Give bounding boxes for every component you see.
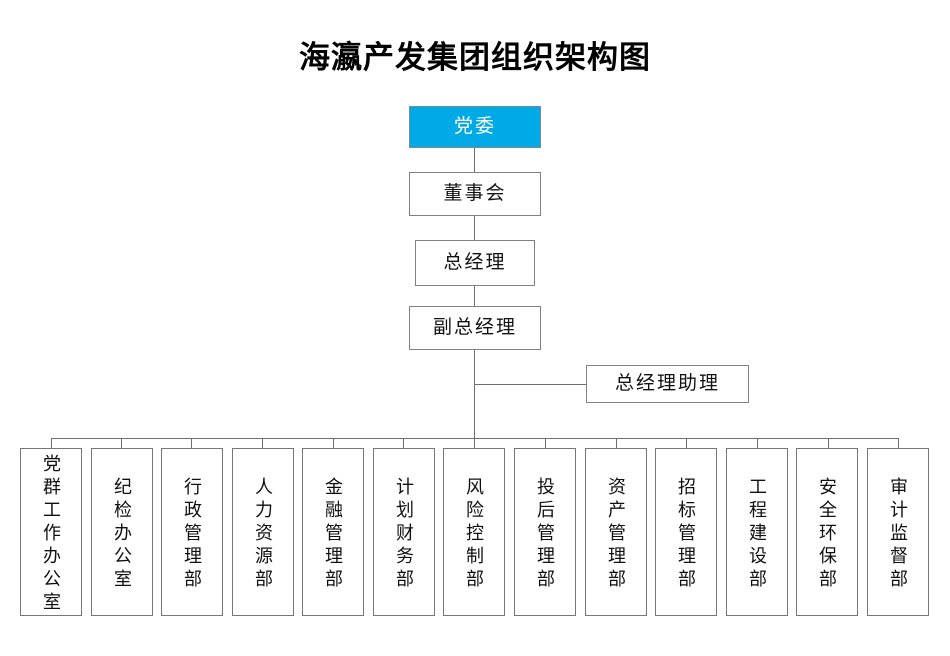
connector-drop-5 bbox=[333, 438, 334, 448]
dept-label-6: 计划财务部 bbox=[394, 476, 414, 592]
connector-drop-3 bbox=[191, 438, 192, 448]
connector-deputy-trunk bbox=[474, 350, 475, 438]
node-general-manager[interactable]: 总经理 bbox=[415, 240, 535, 286]
dept-box-7[interactable]: 风险控制部 bbox=[443, 448, 505, 616]
dept-box-1[interactable]: 党群工作办公室 bbox=[20, 448, 82, 616]
connector-drop-12 bbox=[828, 438, 829, 448]
dept-label-4: 人力资源部 bbox=[253, 476, 273, 592]
dept-label-11: 工程建设部 bbox=[747, 476, 767, 592]
dept-label-8: 投后管理部 bbox=[535, 476, 555, 592]
dept-box-3[interactable]: 行政管理部 bbox=[161, 448, 223, 616]
node-board-of-directors[interactable]: 董事会 bbox=[409, 172, 541, 216]
dept-label-12: 安全环保部 bbox=[817, 476, 837, 592]
dept-label-7: 风险控制部 bbox=[464, 476, 484, 592]
node-party-committee[interactable]: 党委 bbox=[409, 106, 541, 148]
connector-drop-11 bbox=[757, 438, 758, 448]
dept-box-10[interactable]: 招标管理部 bbox=[655, 448, 717, 616]
connector-board-to-gm bbox=[474, 216, 475, 240]
dept-label-5: 金融管理部 bbox=[323, 476, 343, 592]
connector-party-to-board bbox=[474, 148, 475, 172]
node-gm-assistant[interactable]: 总经理助理 bbox=[586, 365, 749, 403]
dept-box-8[interactable]: 投后管理部 bbox=[514, 448, 576, 616]
dept-box-9[interactable]: 资产管理部 bbox=[585, 448, 647, 616]
dept-box-12[interactable]: 安全环保部 bbox=[796, 448, 858, 616]
connector-department-bus bbox=[51, 438, 899, 439]
dept-label-1: 党群工作办公室 bbox=[41, 453, 61, 615]
connector-gm-to-deputy bbox=[474, 286, 475, 306]
connector-drop-9 bbox=[616, 438, 617, 448]
dept-label-13: 审计监督部 bbox=[888, 476, 908, 592]
connector-drop-7 bbox=[474, 438, 475, 448]
dept-label-2: 纪检办公室 bbox=[112, 476, 132, 592]
connector-drop-4 bbox=[262, 438, 263, 448]
page-title: 海瀛产发集团组织架构图 bbox=[299, 40, 651, 75]
connector-drop-10 bbox=[686, 438, 687, 448]
connector-deputy-to-assistant bbox=[474, 384, 586, 385]
dept-label-9: 资产管理部 bbox=[606, 476, 626, 592]
dept-label-3: 行政管理部 bbox=[182, 476, 202, 592]
connector-drop-1 bbox=[51, 438, 52, 448]
dept-box-2[interactable]: 纪检办公室 bbox=[91, 448, 153, 616]
connector-drop-2 bbox=[121, 438, 122, 448]
dept-box-11[interactable]: 工程建设部 bbox=[726, 448, 788, 616]
node-deputy-general-manager[interactable]: 副总经理 bbox=[409, 306, 541, 350]
connector-drop-8 bbox=[545, 438, 546, 448]
dept-box-4[interactable]: 人力资源部 bbox=[232, 448, 294, 616]
dept-box-6[interactable]: 计划财务部 bbox=[373, 448, 435, 616]
dept-box-5[interactable]: 金融管理部 bbox=[302, 448, 364, 616]
connector-drop-13 bbox=[898, 438, 899, 448]
dept-label-10: 招标管理部 bbox=[676, 476, 696, 592]
dept-box-13[interactable]: 审计监督部 bbox=[867, 448, 929, 616]
connector-drop-6 bbox=[403, 438, 404, 448]
